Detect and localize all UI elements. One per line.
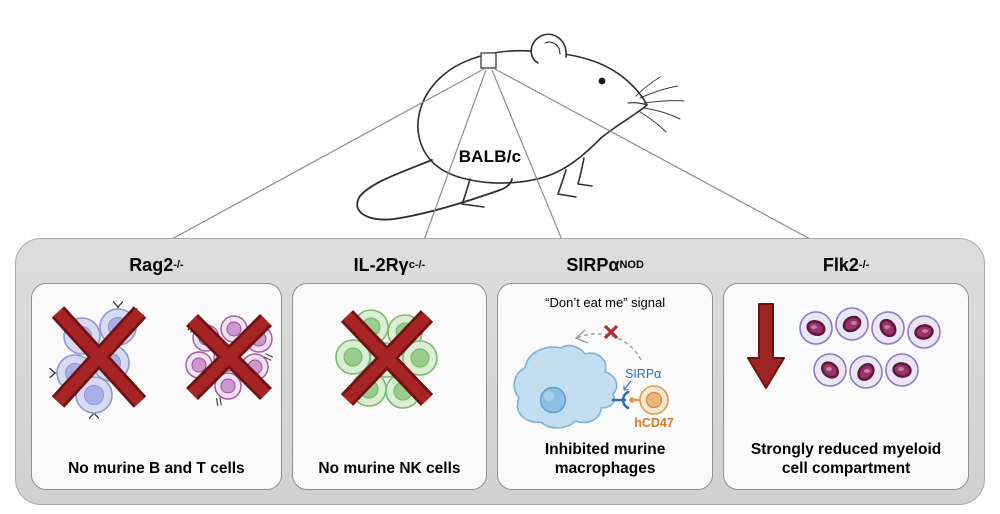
- macrophage-cell: [513, 344, 618, 429]
- panel-rag2-title-text: Rag2: [129, 254, 174, 275]
- panel-il2rg-title-sub: c: [408, 259, 415, 271]
- panel-il2rg-title-text: IL-2Rγ: [353, 254, 409, 275]
- panel-sirpa-title-sup: NOD: [619, 259, 644, 271]
- sirpa-receptor-label: SIRPα: [625, 367, 661, 381]
- blocked-signal-cross-icon: [603, 324, 619, 339]
- hcd47-cell: [629, 384, 669, 415]
- mouse-strain-label: BALB/c: [458, 147, 522, 166]
- mouse-drawing: [356, 33, 685, 221]
- sirpa-label-arrow: [623, 380, 632, 391]
- panel-flk2-title: Flk2-/-: [723, 247, 969, 283]
- panel-flk2-box: Strongly reduced myeloid cell compartmen…: [723, 283, 969, 490]
- mouse-eye: [598, 77, 606, 85]
- panel-rag2: Rag2-/-: [31, 247, 282, 490]
- mouse-illustration: [169, 33, 813, 240]
- red-cross-icon: [341, 310, 434, 406]
- panel-il2rg-box: No murine NK cells: [291, 283, 488, 490]
- panels-container: Rag2-/-: [15, 238, 985, 505]
- sirpa-receptor-icon: [611, 390, 630, 410]
- panel-flk2: Flk2-/-: [723, 247, 969, 490]
- macrophage-nucleus: [539, 386, 567, 413]
- panel-rag2-title-sup: -/-: [173, 259, 184, 271]
- panel-sirpa-caption: Inhibited murine macrophages: [544, 441, 666, 477]
- red-cross-icon: [52, 306, 147, 408]
- myeloid-cell-cluster: [799, 307, 941, 389]
- panel-sirpa-box: “Don’t eat me” signal: [497, 283, 714, 490]
- dont-eat-me-signal-label: “Don’t eat me” signal: [545, 295, 666, 310]
- hcd47-label: hCD47: [634, 416, 674, 430]
- b-t-cells-illustration: [49, 301, 274, 419]
- panel-flk2-title-sup: -/-: [858, 259, 870, 271]
- blocked-signal-arrow-icon: [574, 329, 642, 361]
- panel-flk2-caption: Strongly reduced myeloid cell compartmen…: [750, 441, 942, 477]
- panel-flk2-title-text: Flk2: [822, 254, 859, 275]
- down-arrow-icon: [747, 303, 786, 389]
- panel-il2rg-title-sup: -/-: [414, 259, 426, 271]
- panel-sirpa-title-text: SIRPα: [566, 254, 620, 275]
- panel-il2rg-caption: No murine NK cells: [318, 459, 461, 477]
- macrophage-illustration: SIRPα hCD47: [513, 324, 674, 430]
- panel-rag2-box: No murine B and T cells: [31, 283, 282, 490]
- myeloid-cells-illustration: [747, 303, 941, 389]
- connector-lines: [169, 68, 813, 240]
- mouse-whiskers: [635, 76, 685, 133]
- red-cross-icon: [186, 313, 273, 401]
- panel-rag2-title: Rag2-/-: [31, 247, 282, 283]
- panel-rag2-caption: No murine B and T cells: [68, 459, 245, 477]
- biopsy-site-square: [480, 52, 497, 69]
- nk-cells-illustration: [335, 309, 439, 409]
